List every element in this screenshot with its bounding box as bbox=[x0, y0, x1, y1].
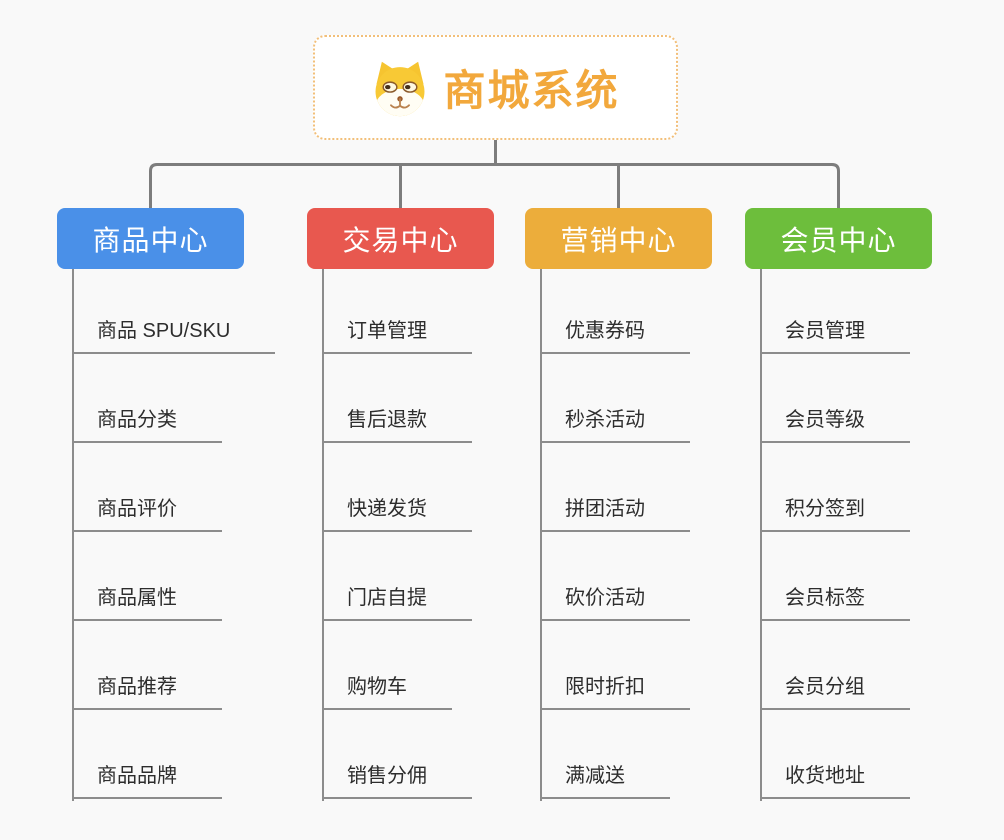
leaf-order-management[interactable]: 订单管理 bbox=[322, 318, 472, 354]
branch-spine bbox=[72, 269, 74, 801]
leaf-sales-commission[interactable]: 销售分佣 bbox=[322, 763, 472, 799]
leaf-flash-sale[interactable]: 秒杀活动 bbox=[540, 407, 690, 443]
leaf-coupon-code[interactable]: 优惠券码 bbox=[540, 318, 690, 354]
connector-lines bbox=[149, 140, 840, 210]
leaf-points-checkin[interactable]: 积分签到 bbox=[760, 496, 910, 532]
branch-spine bbox=[540, 269, 542, 801]
leaf-bargain-activity[interactable]: 砍价活动 bbox=[540, 585, 690, 621]
branch-spine bbox=[322, 269, 324, 801]
leaf-limited-time-discount[interactable]: 限时折扣 bbox=[540, 674, 690, 710]
leaf-shopping-cart[interactable]: 购物车 bbox=[322, 674, 452, 710]
leaf-after-sale-refund[interactable]: 售后退款 bbox=[322, 407, 472, 443]
leaf-group-buy[interactable]: 拼团活动 bbox=[540, 496, 690, 532]
branch-spine bbox=[760, 269, 762, 801]
leaf-product-spu-sku[interactable]: 商品 SPU/SKU bbox=[72, 318, 276, 354]
leaf-shipping-address[interactable]: 收货地址 bbox=[760, 763, 910, 799]
leaf-member-tag[interactable]: 会员标签 bbox=[760, 585, 910, 621]
leaf-full-reduction[interactable]: 满减送 bbox=[540, 763, 670, 799]
leaf-product-attribute[interactable]: 商品属性 bbox=[72, 585, 222, 621]
leaf-product-review[interactable]: 商品评价 bbox=[72, 496, 222, 532]
leaf-member-group[interactable]: 会员分组 bbox=[760, 674, 910, 710]
leaf-express-delivery[interactable]: 快递发货 bbox=[322, 496, 472, 532]
root-title: 商城系统 bbox=[443, 67, 620, 114]
shiba-dog-icon bbox=[376, 61, 425, 116]
branch-header-marketing-center[interactable]: 营销中心 bbox=[525, 208, 712, 269]
branch-header-product-center[interactable]: 商品中心 bbox=[57, 208, 244, 269]
branch-header-member-center[interactable]: 会员中心 bbox=[745, 208, 932, 269]
branch-header-trade-center[interactable]: 交易中心 bbox=[307, 208, 494, 269]
leaf-product-recommend[interactable]: 商品推荐 bbox=[72, 674, 222, 710]
leaf-member-level[interactable]: 会员等级 bbox=[760, 407, 910, 443]
leaf-member-management[interactable]: 会员管理 bbox=[760, 318, 910, 354]
leaf-product-category[interactable]: 商品分类 bbox=[72, 407, 222, 443]
leaf-store-pickup[interactable]: 门店自提 bbox=[322, 585, 472, 621]
root-node[interactable]: 商城系统 bbox=[313, 35, 678, 140]
leaf-product-brand[interactable]: 商品品牌 bbox=[72, 763, 222, 799]
